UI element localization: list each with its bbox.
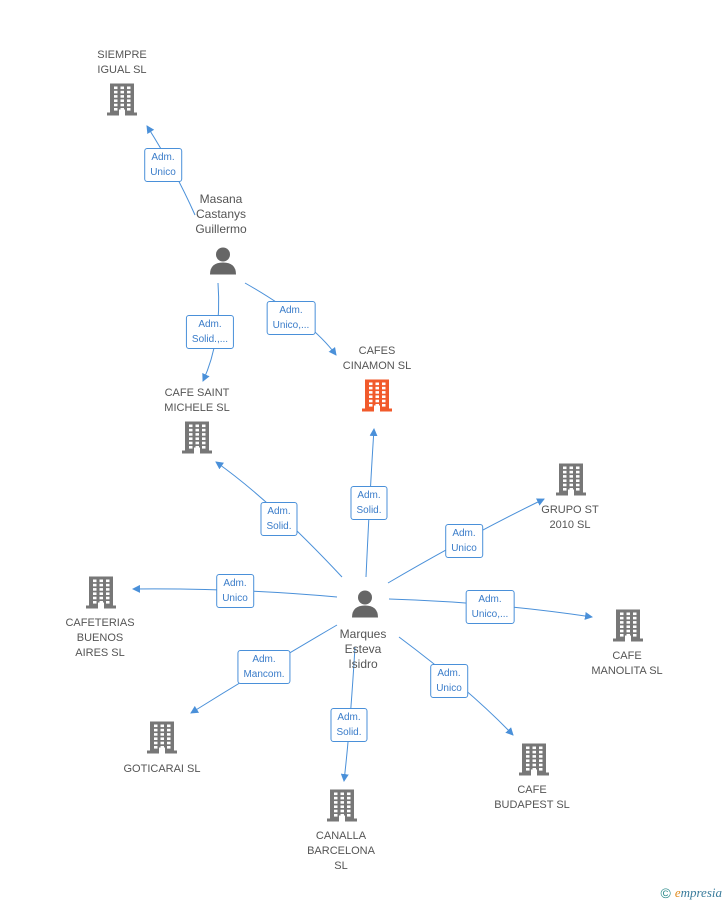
- node-label-goticarai[interactable]: GOTICARAI SL: [123, 763, 201, 775]
- edge-label-marques-cinamon[interactable]: Adm.Solid.: [350, 486, 388, 520]
- edge-label-marques-grupo[interactable]: Adm.Unico: [445, 524, 483, 558]
- building-icon-canalla[interactable]: [327, 788, 357, 827]
- edge-label-marques-canalla[interactable]: Adm.Solid.: [330, 708, 368, 742]
- building-icon-cinamon[interactable]: [362, 378, 392, 417]
- edge-label-marques-goticarai[interactable]: Adm.Mancom.: [237, 650, 291, 684]
- building-icon-cafeterias[interactable]: [86, 575, 116, 614]
- building-icon-grupo[interactable]: [556, 462, 586, 501]
- person-icon-marques[interactable]: [350, 589, 380, 624]
- person-icon-masana[interactable]: [208, 246, 238, 281]
- edge-label-marques-saint[interactable]: Adm.Solid.: [260, 502, 298, 536]
- copyright-footer[interactable]: © empresia: [660, 885, 722, 901]
- edge-label-masana-saint[interactable]: Adm.Solid.,...: [185, 315, 235, 349]
- edge-label-masana-cinamon[interactable]: Adm.Unico,...: [266, 301, 316, 335]
- building-icon-manolita[interactable]: [613, 608, 643, 647]
- building-icon-siempre[interactable]: [107, 82, 137, 121]
- edge-label-masana-siempre[interactable]: Adm.Unico: [144, 148, 182, 182]
- building-icon-budapest[interactable]: [519, 742, 549, 781]
- brand-logo: empresia: [674, 885, 722, 900]
- edge-label-marques-budapest[interactable]: Adm.Unico: [430, 664, 468, 698]
- edge-label-marques-cafeterias[interactable]: Adm.Unico: [216, 574, 254, 608]
- edge-label-marques-manolita[interactable]: Adm.Unico,...: [465, 590, 515, 624]
- copyright-symbol: ©: [660, 885, 671, 901]
- building-icon-goticarai[interactable]: [147, 720, 177, 759]
- building-icon-saint[interactable]: [182, 420, 212, 459]
